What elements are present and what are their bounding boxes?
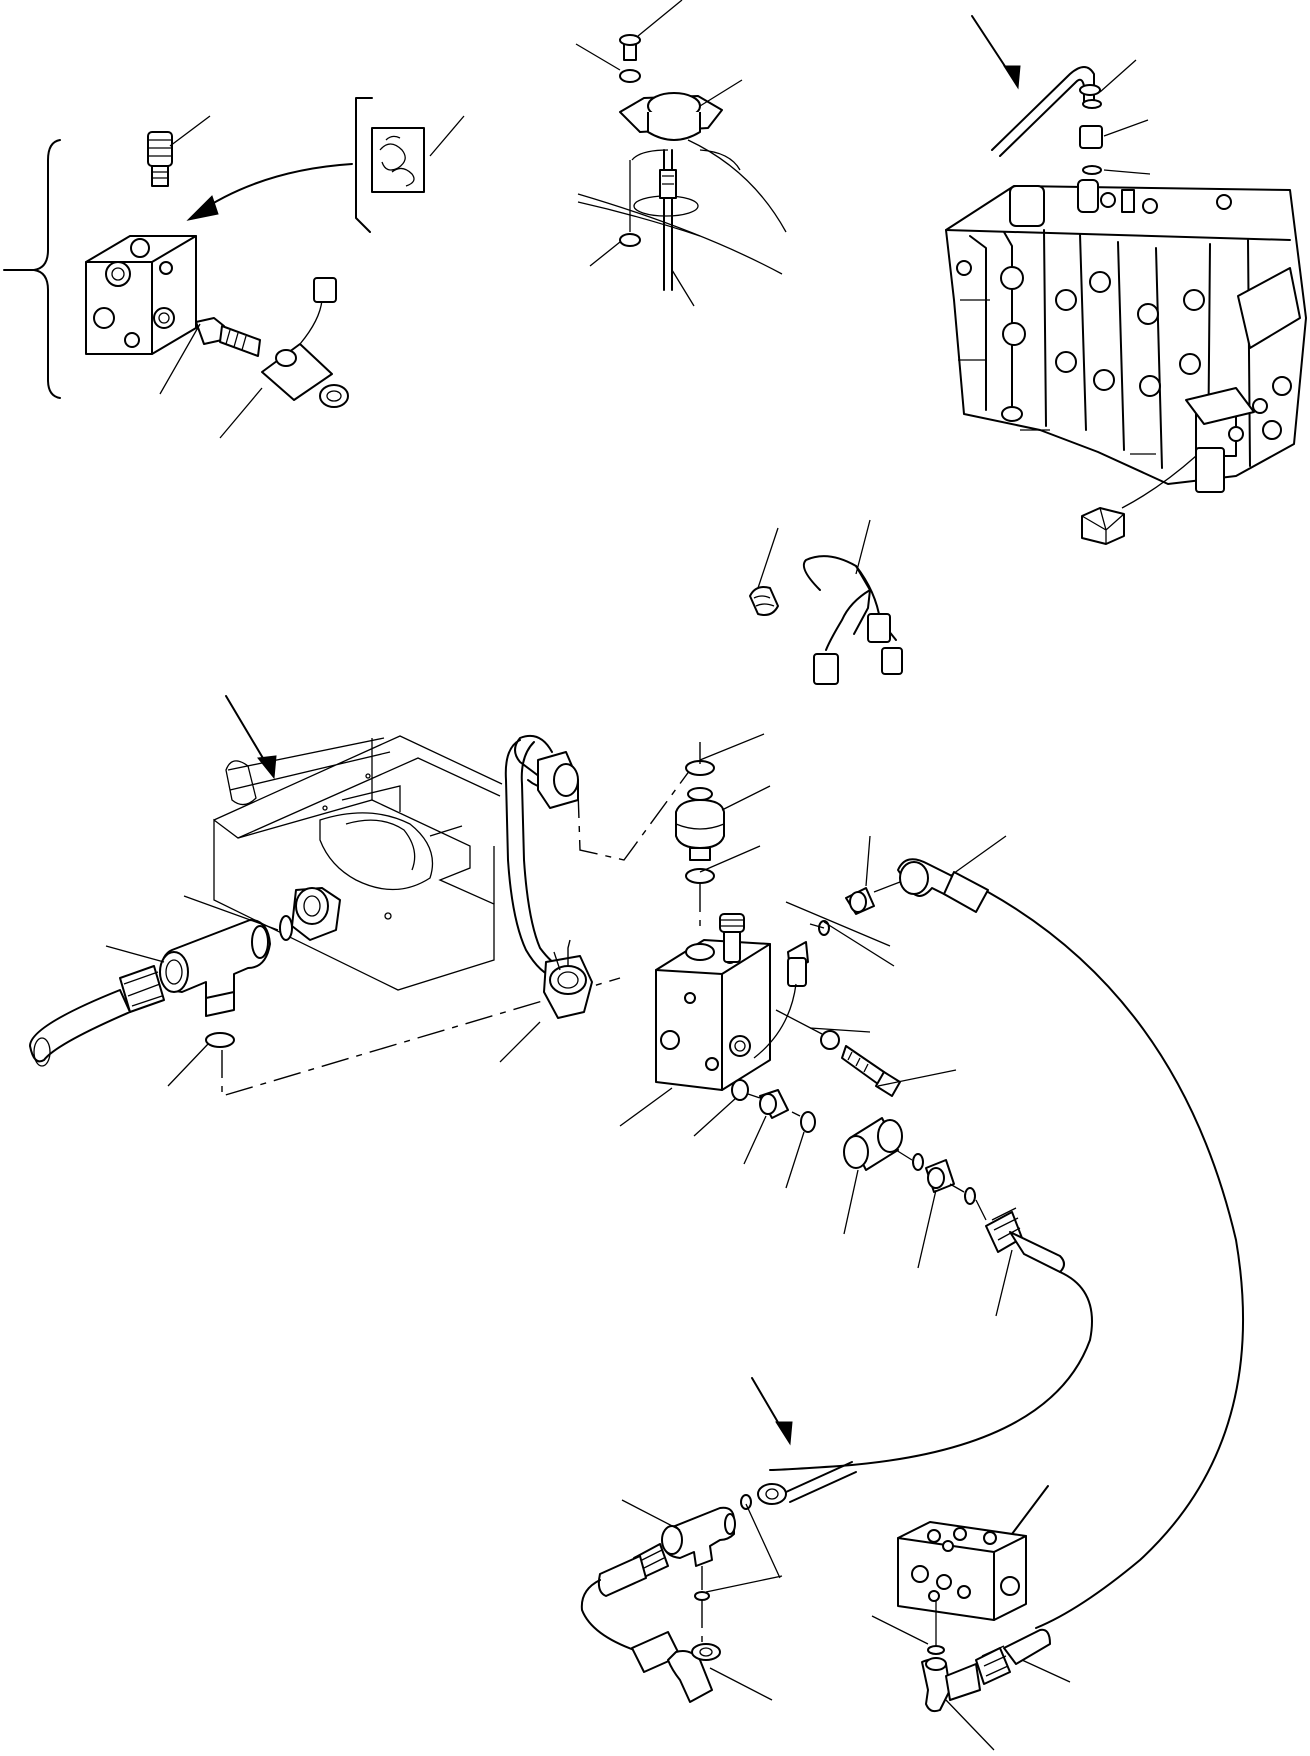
sensor-wire [1121, 455, 1197, 509]
bent-tube-group [499, 734, 691, 1063]
o-ring [740, 1494, 752, 1510]
adapter [1079, 125, 1103, 149]
hose-end [597, 1543, 669, 1597]
bottom-tee-group [580, 1377, 857, 1703]
elbow-fitting [631, 1631, 721, 1703]
o-ring [694, 1591, 710, 1601]
frame-group [29, 695, 621, 1097]
nut [619, 233, 641, 247]
o-ring [1082, 165, 1102, 175]
coil-nut [319, 384, 349, 408]
fitting [925, 1159, 955, 1193]
o-ring [685, 868, 715, 884]
harness-connector [813, 653, 839, 685]
group-brace [3, 139, 61, 399]
o-ring [731, 1079, 749, 1101]
cartridge-valve-top [147, 131, 173, 187]
o-ring [964, 1187, 976, 1205]
wire-harness-group [749, 519, 903, 685]
manifold-block [897, 1521, 1027, 1621]
hose-end [985, 1207, 1065, 1273]
relief-block-body [655, 939, 771, 1091]
hydraulic-hose [987, 891, 1245, 1629]
pipe [991, 66, 1095, 157]
leader [621, 1499, 783, 1593]
coupling-sleeve [843, 1117, 903, 1171]
hydraulic-hose [580, 1579, 641, 1653]
solenoid-wire [299, 299, 323, 345]
leader [105, 895, 279, 1087]
hose-end [29, 965, 165, 1067]
leader [619, 733, 1013, 1317]
tank-surface [577, 139, 787, 275]
assembly-line [567, 769, 691, 966]
tag-hole [275, 349, 297, 367]
sealant-bracket [355, 97, 373, 233]
leader [499, 951, 561, 1063]
leader [1099, 59, 1151, 175]
relief-block-group [619, 733, 1065, 1317]
o-ring [912, 1153, 924, 1171]
pressure-switch-group [575, 0, 787, 307]
o-ring [205, 1032, 235, 1048]
harness-wire [802, 555, 871, 635]
assembly-line [775, 1009, 823, 1035]
control-valve-body [945, 179, 1307, 493]
valve-block-group [3, 97, 465, 439]
tee-fitting [661, 1506, 736, 1567]
hydraulic-hose [769, 1271, 1093, 1471]
sealant-smear [379, 135, 415, 187]
leader [757, 519, 871, 589]
frame-boss [291, 887, 341, 941]
o-ring [800, 1111, 816, 1133]
sealant-packet [371, 127, 425, 193]
gasket-lines [631, 149, 741, 171]
sensor-connector [1081, 507, 1125, 545]
leader [575, 0, 743, 307]
adapter [675, 787, 725, 861]
pipe [785, 1461, 857, 1503]
arrowhead [186, 195, 219, 221]
control-valve-group [945, 15, 1307, 545]
manifold-group [871, 1485, 1071, 1751]
wire [753, 983, 797, 1059]
hose-clip [749, 586, 779, 616]
tee-fitting [159, 919, 271, 1017]
cartridge-valve [719, 913, 745, 963]
o-ring [927, 1645, 945, 1655]
nut [757, 1483, 787, 1505]
solenoid-valve [195, 317, 261, 357]
o-ring [279, 915, 293, 941]
long-hose-group [769, 835, 1245, 1629]
valve-block-body [85, 235, 197, 355]
frame-body [213, 799, 495, 991]
leader [823, 835, 1007, 967]
mounting-bolt [820, 1030, 901, 1097]
fitting [759, 1089, 789, 1119]
assembly-line [747, 1093, 987, 1221]
o-ring [1079, 84, 1101, 96]
elbow-fitting [921, 1657, 981, 1713]
hose-end [975, 1628, 1051, 1685]
connector [313, 277, 337, 303]
assembly-line [809, 881, 901, 929]
elbow-fitting [897, 858, 989, 913]
leader [159, 115, 465, 439]
assembly-line [221, 977, 621, 1097]
washer [619, 69, 641, 83]
leader [709, 1667, 773, 1701]
apply-sealant-arrow [195, 163, 353, 215]
leader [871, 1615, 1071, 1751]
